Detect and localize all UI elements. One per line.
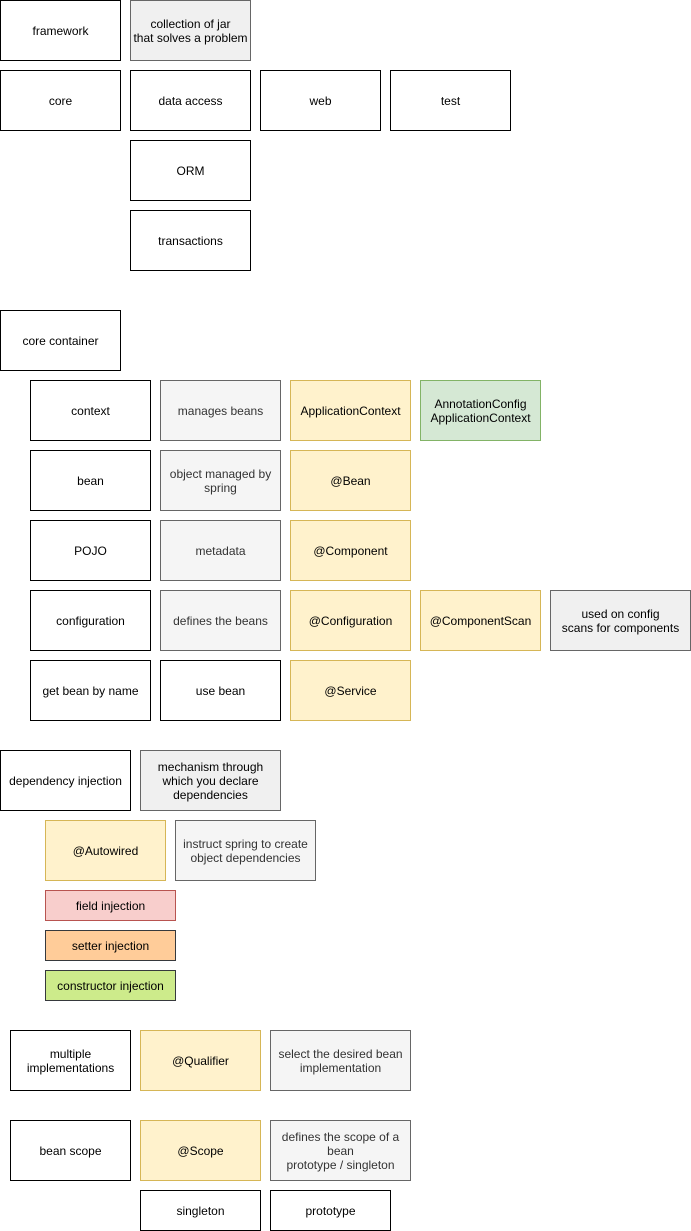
node-component-annotation: @Component bbox=[290, 520, 411, 581]
node-framework: framework bbox=[0, 0, 121, 61]
node-web: web bbox=[260, 70, 381, 131]
node-transactions: transactions bbox=[130, 210, 251, 271]
node-configuration: configuration bbox=[30, 590, 151, 651]
node-bean: bean bbox=[30, 450, 151, 511]
node-constructor-injection: constructor injection bbox=[45, 970, 176, 1001]
node-setter-injection: setter injection bbox=[45, 930, 176, 961]
node-dependency-injection-description: mechanism through which you declare depe… bbox=[140, 750, 281, 811]
node-bean-annotation: @Bean bbox=[290, 450, 411, 511]
node-annotation-config-application-context: AnnotationConfig ApplicationContext bbox=[420, 380, 541, 441]
node-scope-description: defines the scope of a bean prototype / … bbox=[270, 1120, 411, 1181]
node-scope-annotation: @Scope bbox=[140, 1120, 261, 1181]
node-data-access: data access bbox=[130, 70, 251, 131]
node-configuration-description: defines the beans bbox=[160, 590, 281, 651]
node-use-bean: use bean bbox=[160, 660, 281, 721]
node-autowired-annotation: @Autowired bbox=[45, 820, 166, 881]
node-service-annotation: @Service bbox=[290, 660, 411, 721]
node-core-container: core container bbox=[0, 310, 121, 371]
node-qualifier-description: select the desired bean implementation bbox=[270, 1030, 411, 1091]
node-component-scan-annotation: @ComponentScan bbox=[420, 590, 541, 651]
node-context: context bbox=[30, 380, 151, 441]
node-dependency-injection: dependency injection bbox=[0, 750, 131, 811]
node-bean-scope: bean scope bbox=[10, 1120, 131, 1181]
node-application-context: ApplicationContext bbox=[290, 380, 411, 441]
node-configuration-annotation: @Configuration bbox=[290, 590, 411, 651]
node-bean-description: object managed by spring bbox=[160, 450, 281, 511]
node-framework-description: collection of jar that solves a problem bbox=[130, 0, 251, 61]
node-autowired-description: instruct spring to create object depende… bbox=[175, 820, 316, 881]
node-pojo-description: metadata bbox=[160, 520, 281, 581]
node-qualifier-annotation: @Qualifier bbox=[140, 1030, 261, 1091]
node-singleton: singleton bbox=[140, 1190, 261, 1231]
node-get-bean-by-name: get bean by name bbox=[30, 660, 151, 721]
node-multiple-implementations: multiple implementations bbox=[10, 1030, 131, 1091]
node-prototype: prototype bbox=[270, 1190, 391, 1231]
node-core: core bbox=[0, 70, 121, 131]
node-test: test bbox=[390, 70, 511, 131]
node-pojo: POJO bbox=[30, 520, 151, 581]
node-context-description: manages beans bbox=[160, 380, 281, 441]
node-field-injection: field injection bbox=[45, 890, 176, 921]
node-orm: ORM bbox=[130, 140, 251, 201]
node-component-scan-description: used on config scans for components bbox=[550, 590, 691, 651]
